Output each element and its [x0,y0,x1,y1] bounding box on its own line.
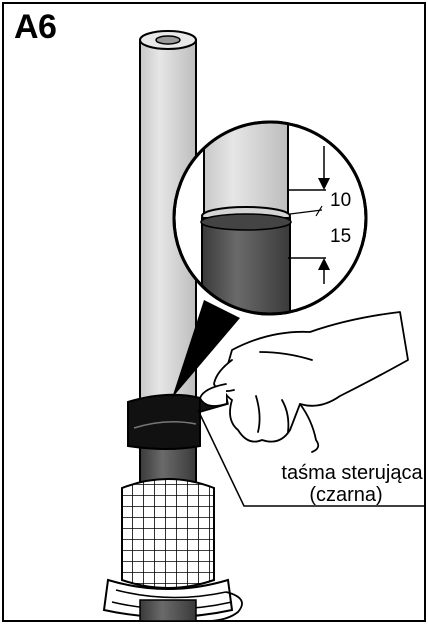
dimension-top-label: 10 [330,190,352,211]
callout-label-line2: (czarna) [309,484,383,506]
hand-illustration [199,311,409,453]
magnifier-pointer [172,300,240,398]
callout-leader [197,409,424,507]
callout-label-line1: taśma sterująca [281,462,423,484]
dimension-bottom-label: 15 [330,226,352,247]
step-label: A6 [14,8,57,46]
detail-magnifier [172,120,368,316]
mesh-sleeve [102,478,243,622]
cable-upper [139,30,197,401]
